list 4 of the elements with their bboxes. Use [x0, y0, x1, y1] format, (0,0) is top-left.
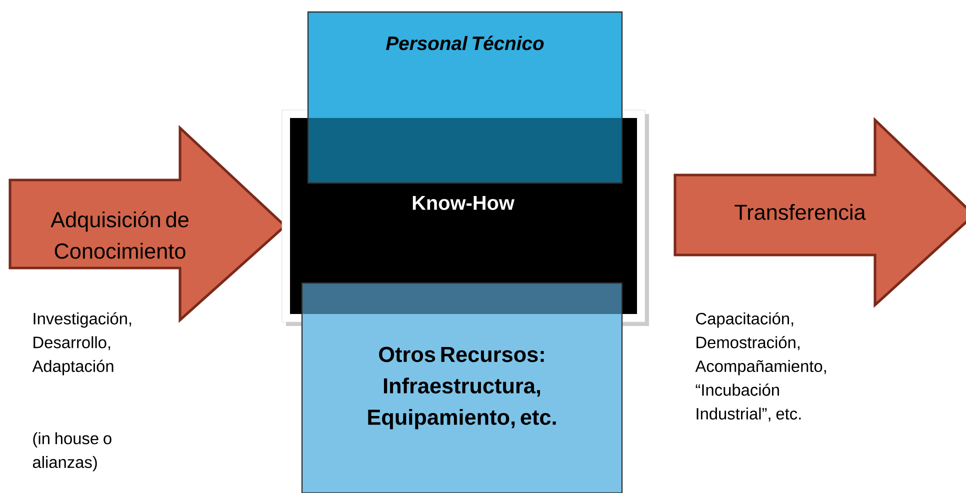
resource-box: Personal Técnico [307, 11, 623, 184]
note-text: (in house o alianzas) [32, 432, 112, 472]
resource-box: Otros Recursos: Infraestructura, Equipamiento, etc. [301, 282, 623, 493]
description-text: Capacitación, Demostración, Acompañamiento, “Incubación Industrial”, etc. [695, 312, 826, 422]
